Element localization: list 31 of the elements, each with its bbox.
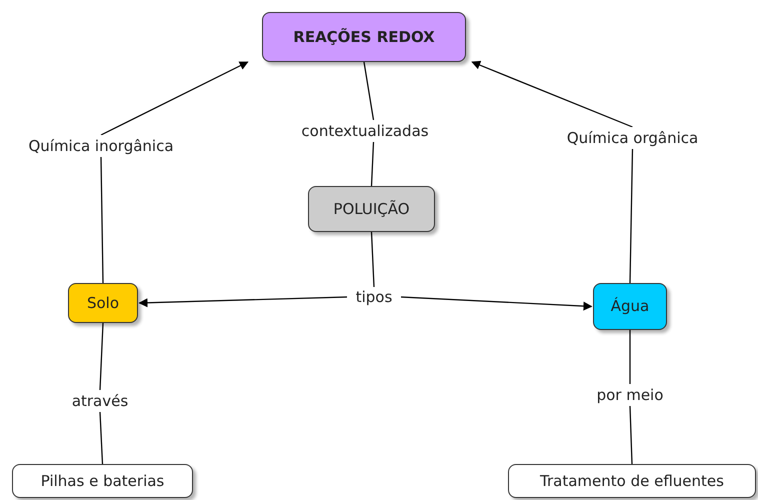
node-text: através xyxy=(72,392,128,410)
connector-line xyxy=(370,232,375,288)
connector-line xyxy=(629,148,634,284)
concept-box xyxy=(308,186,435,232)
concept-box xyxy=(593,283,667,330)
node-text: Pilhas e baterias xyxy=(40,472,164,490)
connector-line xyxy=(100,156,104,284)
node-text: Química inorgânica xyxy=(28,136,174,156)
node-text: Água xyxy=(610,297,650,316)
connector-line xyxy=(629,406,633,464)
node-text: REAÇÕES REDOX xyxy=(293,28,435,46)
node-text: Solo xyxy=(86,294,120,312)
node-text: Química orgânica xyxy=(566,128,698,148)
concept-box xyxy=(262,12,466,62)
arrow xyxy=(100,61,249,136)
arrow xyxy=(138,296,348,308)
concept-box xyxy=(508,464,756,498)
node-text: POLUIÇÃO xyxy=(333,200,410,218)
node-text: tipos xyxy=(356,288,392,306)
node-text: por meio xyxy=(596,386,664,404)
connector-line xyxy=(99,412,104,464)
connector-line xyxy=(629,330,631,384)
concept-box xyxy=(12,464,193,498)
arrow xyxy=(471,60,633,128)
concept-box xyxy=(68,283,138,323)
arrow xyxy=(400,296,592,311)
node-text: Tratamento de efluentes xyxy=(540,472,724,490)
node-text: contextualizadas xyxy=(301,122,429,140)
connector-line xyxy=(99,322,104,390)
connector-line xyxy=(363,62,374,120)
connector-line xyxy=(370,142,374,186)
